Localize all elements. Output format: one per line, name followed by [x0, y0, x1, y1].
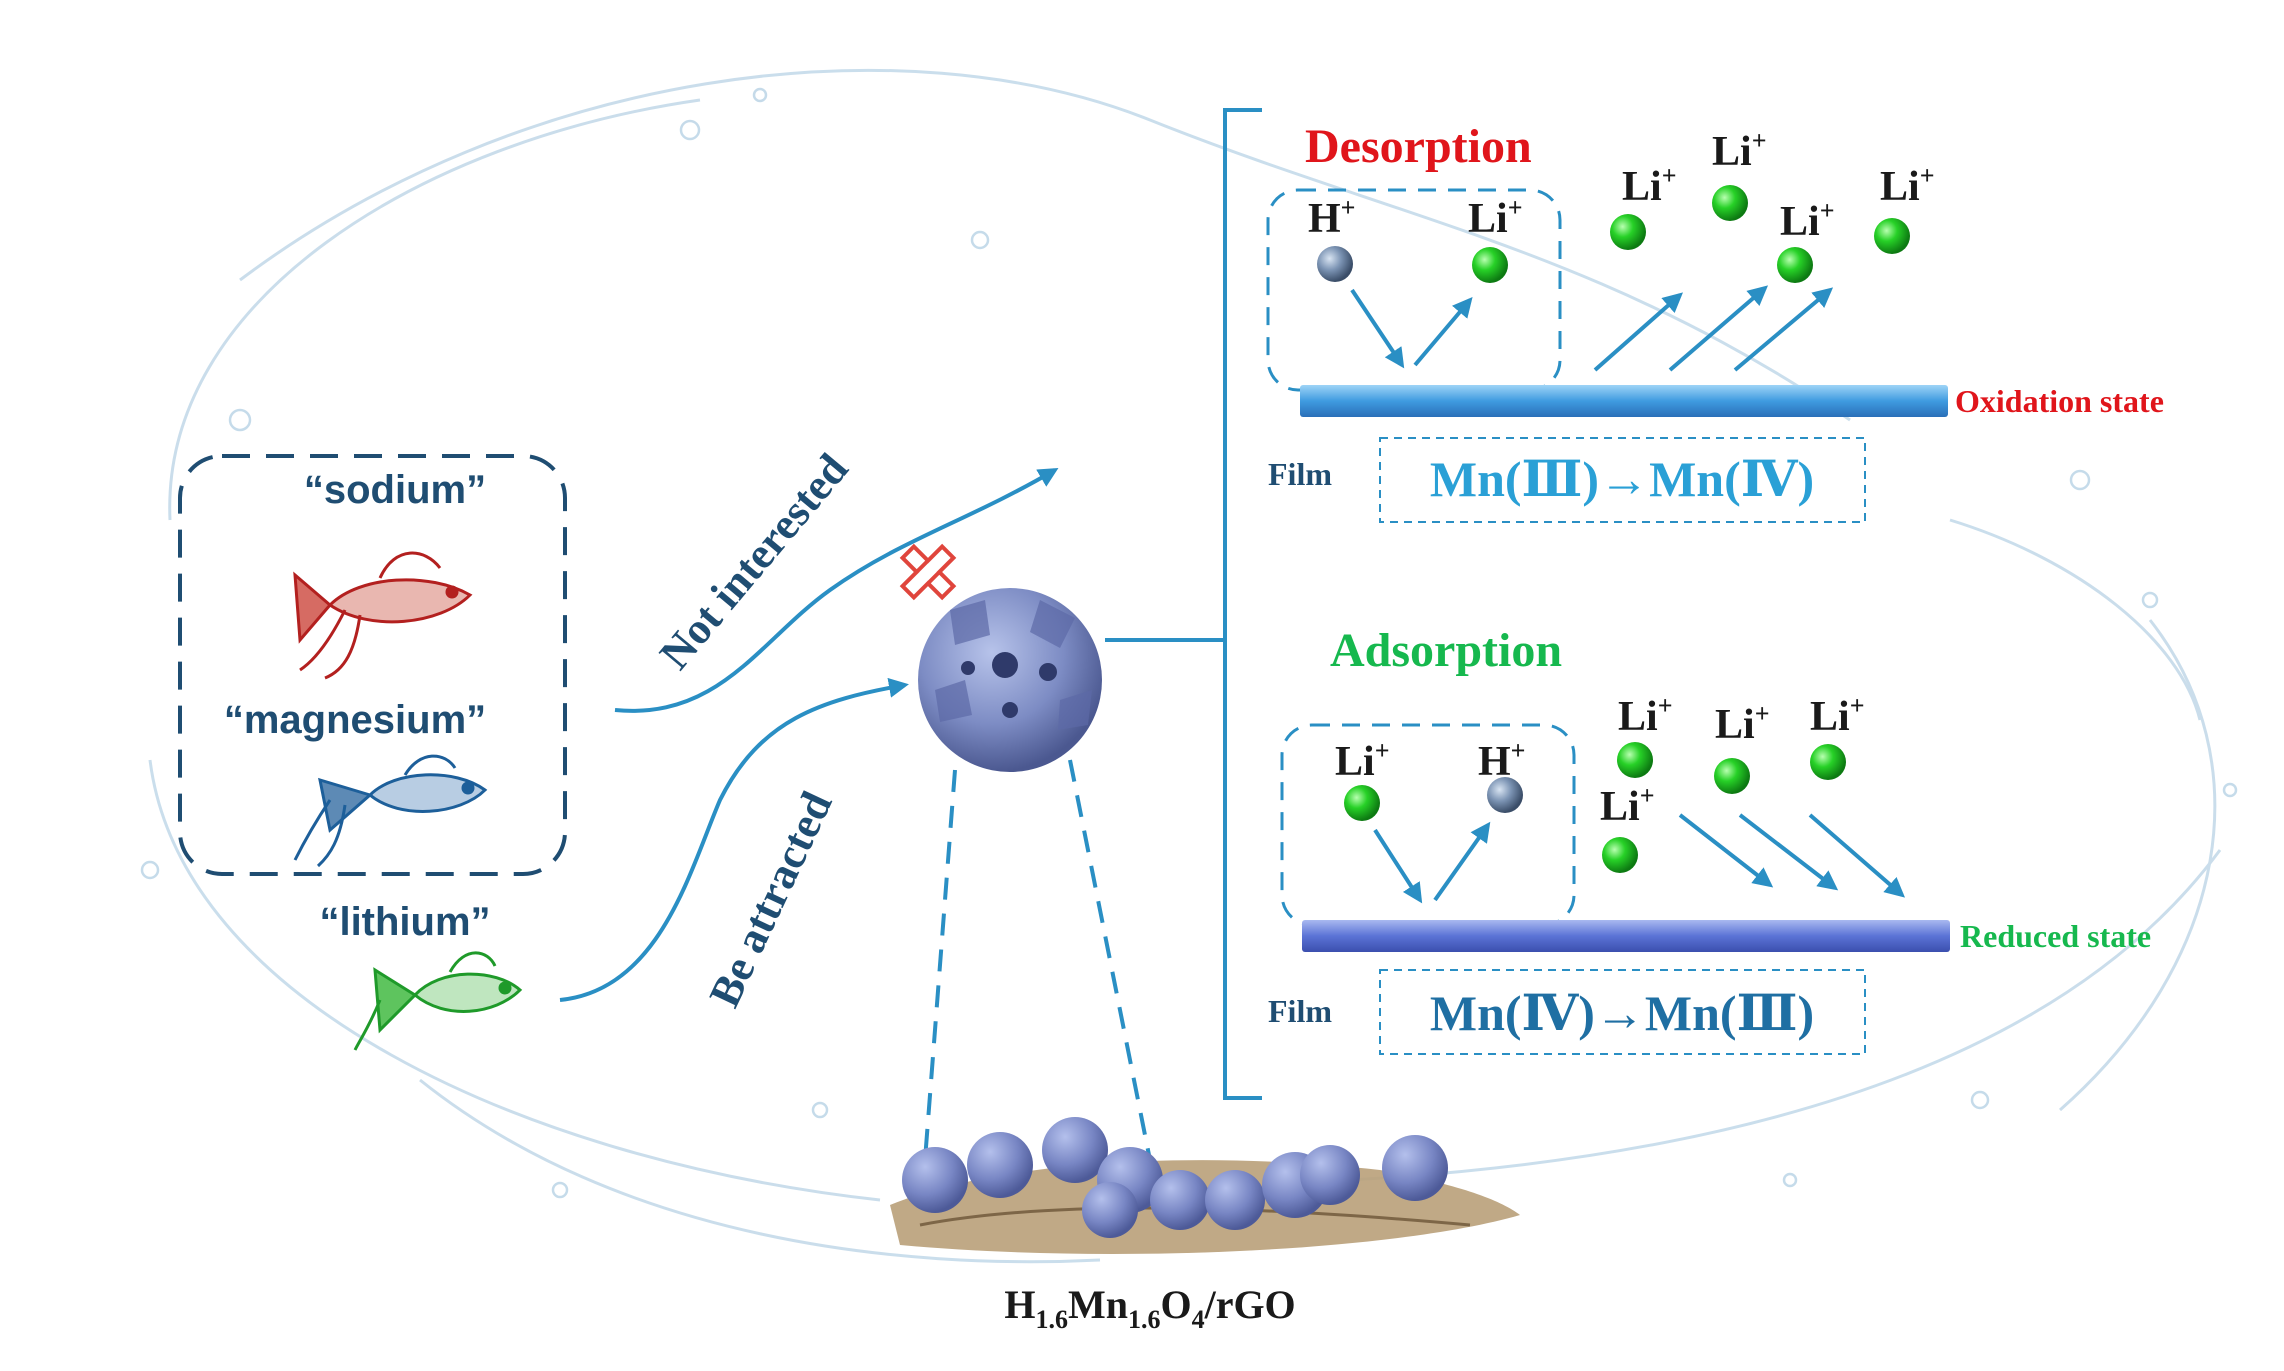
adsorption-li-ion-3	[1714, 758, 1750, 794]
oxidized-film	[1300, 385, 1948, 417]
desorption-arrow-2	[1668, 285, 1769, 372]
not-interested-label: Not interested	[650, 444, 857, 678]
adsorption-h-ion	[1487, 777, 1523, 813]
adsorption-li-ion-label-4: Li+	[1810, 691, 1865, 740]
formula-tail: /rGO	[1204, 1282, 1296, 1327]
formula-sub-1: 1.6	[1035, 1305, 1068, 1334]
adsorption-li-ion-label-3: Li+	[1715, 699, 1770, 748]
desorption-li-ion-label-4: Li+	[1780, 196, 1835, 245]
material-formula-label: H1.6Mn1.6O4/rGO	[1004, 1282, 1295, 1334]
adsorption-arrow-3	[1808, 813, 1906, 898]
desorption-arrow-3	[1733, 287, 1834, 372]
adsorption-li-ion-2	[1617, 742, 1653, 778]
rejection-cross-icon	[899, 543, 957, 601]
ion-group-box	[178, 454, 567, 876]
desorption-li-ion-label-5: Li+	[1880, 161, 1935, 210]
adsorption-li-ion-5	[1602, 837, 1638, 873]
desorption-li-ion-label-1: Li+	[1468, 193, 1523, 242]
oxidation-state-label: Oxidation state	[1955, 383, 2164, 419]
adsorption-exchange-box	[1280, 723, 1576, 927]
bracket	[1223, 108, 1262, 1100]
adsorption-li-ion-label-2: Li+	[1618, 691, 1673, 740]
desorption-li-ion-2	[1610, 214, 1646, 250]
reduced-state-label: Reduced state	[1960, 918, 2151, 954]
desorption-mn-box	[1379, 437, 1866, 523]
lithium-fish-icon	[353, 951, 523, 1051]
desorption-arrow-h-in	[1350, 288, 1405, 369]
be-attracted-label: Be attracted	[700, 784, 842, 1014]
desorption-li-ion-4	[1777, 247, 1813, 283]
adsorption-li-ion-4	[1810, 744, 1846, 780]
desorption-li-ion-3	[1712, 185, 1748, 221]
desorption-h-ion-label: H+	[1308, 193, 1356, 242]
zoom-line-right	[1068, 759, 1152, 1161]
formula-mn: Mn	[1068, 1282, 1128, 1327]
adsorption-arrow-li-in	[1373, 828, 1423, 904]
adsorption-arrow-h-out	[1433, 821, 1491, 902]
reduced-film	[1302, 920, 1950, 952]
adsorption-li-ion-1	[1344, 785, 1380, 821]
lithium-label: “lithium”	[319, 900, 490, 944]
desorption-h-ion	[1317, 246, 1353, 282]
be-attracted-arrow	[559, 677, 909, 1002]
magnesium-label: “magnesium”	[224, 698, 486, 742]
desorption-li-ion-label-3: Li+	[1712, 126, 1767, 175]
water-droplets	[140, 87, 2238, 1199]
composite-material-illustration	[890, 1117, 1520, 1254]
sodium-label: “sodium”	[304, 468, 486, 512]
water-splash-background	[148, 68, 2222, 1264]
formula-sub-2: 1.6	[1128, 1305, 1161, 1334]
zoom-line-left	[923, 769, 957, 1161]
adsorption-mn-transition: Mn(Ⅳ)→Mn(Ⅲ)	[1430, 985, 1814, 1041]
sodium-fish-icon	[293, 551, 473, 680]
formula-o: O	[1160, 1282, 1191, 1327]
desorption-arrow-1	[1593, 292, 1683, 372]
adsorption-li-ion-label-1: Li+	[1335, 736, 1390, 785]
adsorption-title: Adsorption	[1330, 624, 1562, 677]
desorption-arrow-li-out	[1413, 296, 1473, 367]
adsorbent-sphere	[918, 588, 1102, 772]
not-interested-arrow	[614, 467, 1059, 713]
formula-h: H	[1004, 1282, 1035, 1327]
desorption-li-ion-5	[1874, 218, 1910, 254]
formula-sub-3: 4	[1192, 1305, 1205, 1334]
adsorption-mn-box	[1379, 969, 1866, 1055]
magnesium-fish-icon	[293, 754, 488, 868]
adsorption-li-ion-label-5: Li+	[1600, 781, 1655, 830]
desorption-title: Desorption	[1305, 120, 1532, 173]
adsorption-arrow-2	[1738, 813, 1839, 891]
desorption-li-ion-label-2: Li+	[1622, 161, 1677, 210]
desorption-film-label: Film	[1268, 456, 1332, 492]
desorption-li-ion-1	[1472, 247, 1508, 283]
adsorption-arrow-1	[1678, 813, 1774, 888]
adsorption-film-label: Film	[1268, 993, 1332, 1029]
desorption-mn-transition: Mn(Ⅲ)→Mn(Ⅳ)	[1430, 451, 1814, 507]
